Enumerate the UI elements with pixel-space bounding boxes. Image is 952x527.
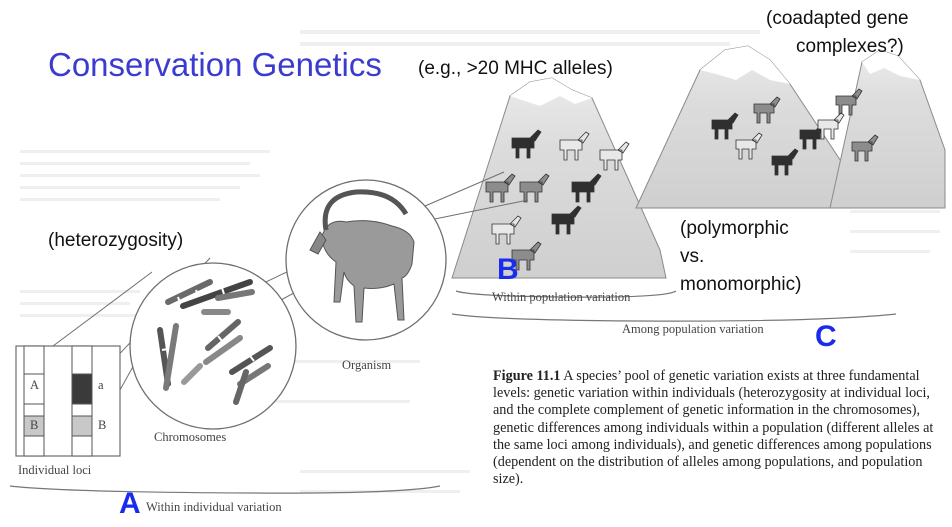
marker-b: B <box>497 253 519 287</box>
within-individual-label: Within individual variation <box>146 500 282 515</box>
figure-caption: Figure 11.1 A species’ pool of genetic v… <box>493 368 943 488</box>
coadapted-annotation-line1: (coadapted gene <box>766 8 909 30</box>
mhc-annotation: (e.g., >20 MHC alleles) <box>418 58 613 80</box>
organism-label: Organism <box>342 358 391 373</box>
allele-label-B-left: B <box>30 418 38 433</box>
allele-label-A: A <box>30 378 39 393</box>
coadapted-annotation-line2: complexes?) <box>796 36 904 58</box>
polymorphic-annotation-line1: (polymorphic <box>680 218 789 240</box>
individual-loci-box <box>16 346 120 456</box>
mountain-left <box>452 78 666 278</box>
caption-heading: Figure 11.1 <box>493 368 561 384</box>
marker-c: C <box>815 320 837 354</box>
caption-text: A species’ pool of genetic variation exi… <box>493 368 933 487</box>
chromosomes-circle <box>130 263 296 429</box>
population-mountains <box>452 46 945 278</box>
heterozygosity-annotation: (heterozygosity) <box>48 230 183 252</box>
polymorphic-annotation-line2: vs. <box>680 246 704 268</box>
allele-label-B-right: B <box>98 418 106 433</box>
individual-loci-label: Individual loci <box>18 463 91 478</box>
within-population-label: Within population variation <box>492 290 630 305</box>
organism-circle <box>286 180 446 340</box>
among-population-label: Among population variation <box>622 322 764 337</box>
polymorphic-annotation-line3: monomorphic) <box>680 274 801 296</box>
slide-title: Conservation Genetics <box>48 46 382 84</box>
marker-a: A <box>119 487 141 521</box>
mountain-right <box>830 50 945 208</box>
allele-label-a: a <box>98 378 104 393</box>
chromosomes-label: Chromosomes <box>154 430 226 445</box>
